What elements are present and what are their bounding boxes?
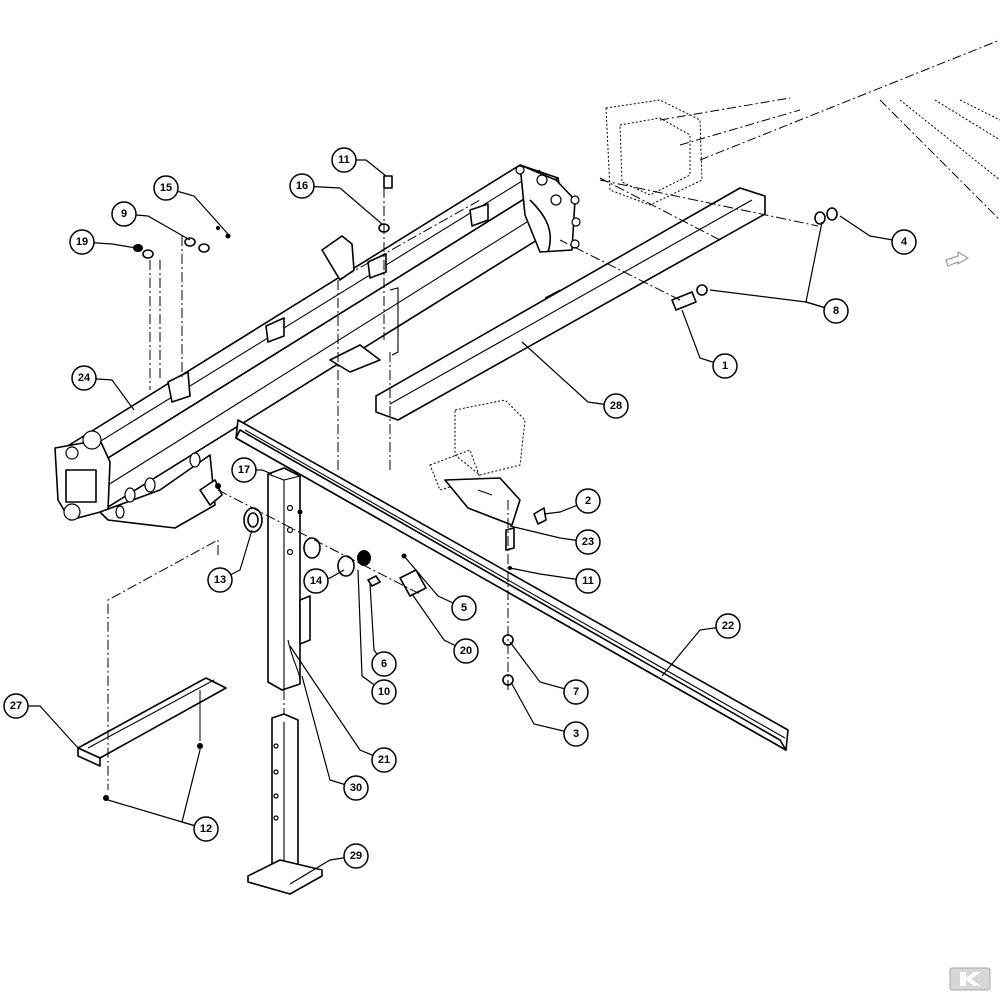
callout-16: 16 [289,173,315,199]
arrow-icon [945,250,970,267]
svg-text:11: 11 [582,575,594,587]
svg-text:9: 9 [121,208,127,220]
svg-text:7: 7 [573,686,579,698]
svg-text:19: 19 [76,236,88,248]
callout-29: 29 [343,843,369,869]
brand-logo-icon [949,967,991,991]
callout-27: 27 [3,693,29,719]
svg-text:21: 21 [378,754,390,766]
svg-text:16: 16 [296,180,308,192]
callout-11-lower: 11 [575,568,601,594]
svg-text:11: 11 [338,154,350,166]
svg-text:23: 23 [582,536,594,548]
svg-text:27: 27 [10,700,22,712]
angle-bar-22 [235,419,789,751]
callout-28: 28 [603,393,629,419]
callout-2: 2 [575,488,601,514]
callout-5: 5 [451,595,477,621]
callout-24: 24 [71,365,97,391]
assembly-lines [107,177,819,790]
callout-17: 17 [231,457,257,483]
svg-text:17: 17 [238,464,250,476]
svg-text:29: 29 [350,850,362,862]
svg-text:28: 28 [610,400,622,412]
svg-text:10: 10 [378,686,390,698]
svg-text:4: 4 [901,236,908,248]
callout-1: 1 [712,353,738,379]
callout-19: 19 [69,229,95,255]
angle-27 [77,677,227,767]
svg-text:20: 20 [460,645,472,657]
callout-21: 21 [371,747,397,773]
svg-text:5: 5 [461,602,467,614]
callout-6: 6 [371,651,397,677]
callouts: 1 2 3 4 5 6 7 8 9 10 11 11 12 13 14 15 1… [3,147,917,869]
svg-text:8: 8 [833,305,839,317]
callout-13: 13 [207,567,233,593]
svg-text:1: 1 [722,360,728,372]
callout-30: 30 [343,775,369,801]
svg-text:12: 12 [200,823,212,835]
svg-text:2: 2 [585,495,591,507]
stand-foot-29 [247,713,323,895]
callout-22: 22 [715,613,741,639]
svg-text:14: 14 [310,575,323,587]
callout-11-top: 11 [331,147,357,173]
callout-14: 14 [303,568,329,594]
ghost-machine-frame [605,39,1000,221]
svg-text:3: 3 [573,728,579,740]
callout-8: 8 [823,298,849,324]
callout-4: 4 [891,229,917,255]
callout-15: 15 [153,175,179,201]
gearbox-ghost [429,399,526,526]
svg-text:13: 13 [214,574,226,586]
svg-text:30: 30 [350,782,362,794]
callout-9: 9 [111,201,137,227]
callout-3: 3 [563,721,589,747]
callout-12: 12 [193,816,219,842]
svg-text:6: 6 [381,658,387,670]
callout-23: 23 [575,529,601,555]
channel-28 [375,187,766,421]
callout-10: 10 [371,679,397,705]
svg-text:15: 15 [160,182,172,194]
callout-7: 7 [563,679,589,705]
main-beam-24 [54,164,581,529]
jack-stand-30 [267,467,311,691]
callout-20: 20 [453,638,479,664]
svg-text:22: 22 [722,620,734,632]
svg-text:24: 24 [78,372,91,384]
